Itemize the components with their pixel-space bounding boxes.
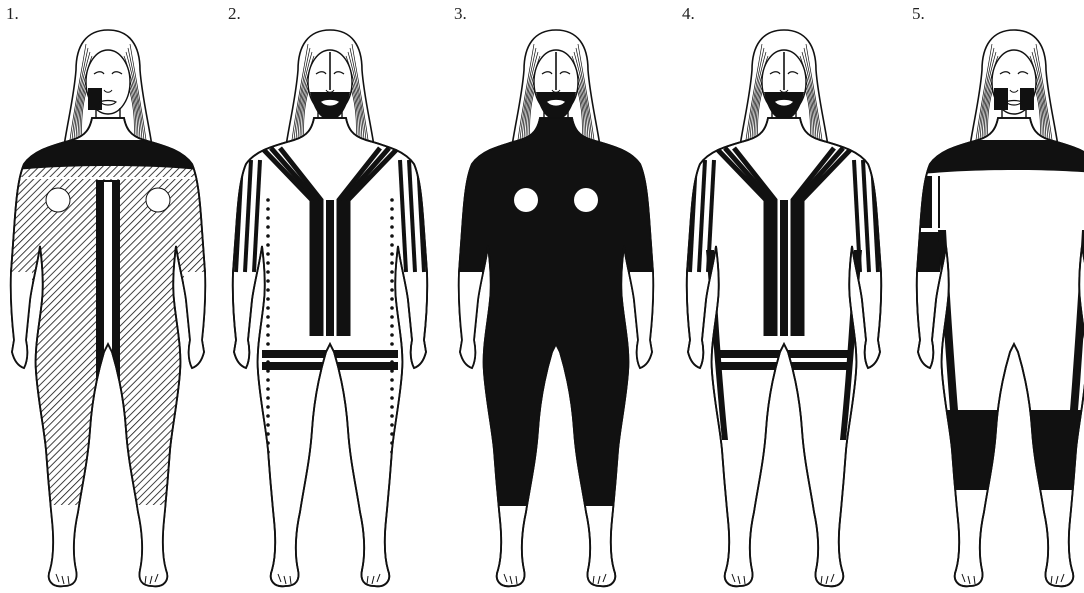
dot [390,423,394,427]
dot [390,342,394,346]
dot [390,351,394,355]
dot [390,216,394,220]
dot [390,198,394,202]
knee-block [906,410,1084,490]
bare-shin [0,505,216,593]
dot [266,243,270,247]
dot [390,297,394,301]
figure-2-drawing [222,0,438,593]
dot [266,216,270,220]
dot [390,324,394,328]
figure-2: 2. [222,0,438,593]
dot [266,378,270,382]
dot [266,288,270,292]
dot [390,225,394,229]
face-paint [994,88,1008,110]
dot [390,270,394,274]
mouth [322,101,338,106]
arm-gap [932,176,938,228]
hip-bar [716,362,852,370]
figure-5-drawing [906,0,1084,593]
dot [390,360,394,364]
figure-1-drawing [0,0,216,593]
dot [266,486,270,490]
dot [266,414,270,418]
dot [390,333,394,337]
dot [390,306,394,310]
dot [266,207,270,211]
face-paint [88,88,102,110]
dot [390,288,394,292]
breast-circle [146,188,170,212]
dot [390,207,394,211]
dot [266,333,270,337]
dot [390,252,394,256]
body-outline [233,118,428,586]
hip-bar [262,350,398,358]
center-stripe [780,200,788,336]
bare-forearm [630,272,664,392]
center-stripe [326,200,334,336]
face-paint [1020,88,1034,110]
armband [906,232,940,272]
dot [266,405,270,409]
dot [266,369,270,373]
dot [266,225,270,229]
dot [390,234,394,238]
dot [390,387,394,391]
dot [390,414,394,418]
breast-circle [46,188,70,212]
dot [390,378,394,382]
dot [266,270,270,274]
dot [266,387,270,391]
figure-1: 1. [0,0,216,593]
dot [390,405,394,409]
dot [390,315,394,319]
body-paint [448,118,664,506]
dot [266,315,270,319]
figure-4: 4. [676,0,892,593]
mouth [548,101,564,106]
dot [266,234,270,238]
breast-circle [514,188,538,212]
body-paint [0,140,216,593]
central-stripe [104,182,112,512]
dot [266,306,270,310]
dot [390,369,394,373]
bare-forearm [448,272,482,392]
figure-3-drawing [448,0,664,593]
dot [266,360,270,364]
dot [266,342,270,346]
dot [390,261,394,265]
breast-circle [574,188,598,212]
dot [266,324,270,328]
dot [390,396,394,400]
black-paint [448,118,664,506]
hip-bar [716,350,852,358]
dot [266,252,270,256]
mouth [776,101,792,106]
dot [266,198,270,202]
dot [266,279,270,283]
dot [266,261,270,265]
dot [266,297,270,301]
dot [390,486,394,490]
figure-5: 5. [906,0,1084,593]
figure-3: 3. [448,0,664,593]
dot [266,351,270,355]
dot [390,279,394,283]
hip-bar [262,362,398,370]
dot [266,423,270,427]
dot [266,396,270,400]
figure-4-drawing [676,0,892,593]
knee-gap [1002,400,1026,500]
dot [390,243,394,247]
